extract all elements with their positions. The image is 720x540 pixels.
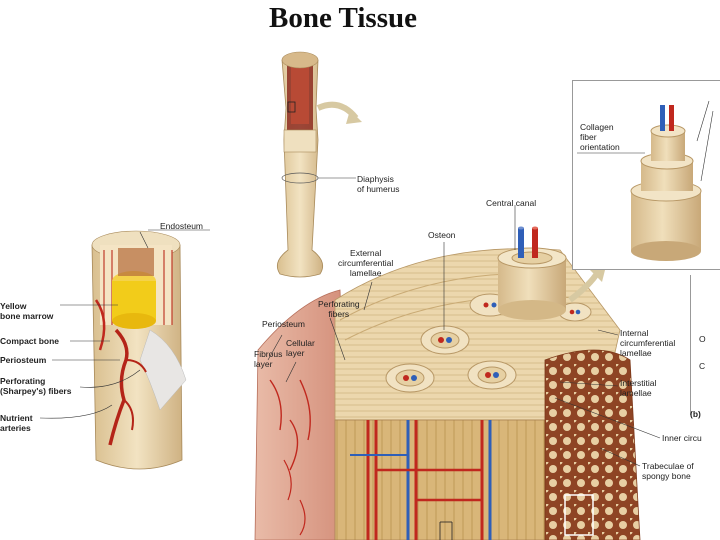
label-cellular-layer: Cellular layer [286, 338, 315, 358]
label-edge-o1: O [699, 334, 706, 344]
label-panel-b: (b) [690, 409, 701, 419]
label-inner-circumferential: Inner circu [662, 433, 702, 443]
label-diaphysis: Diaphysis of humerus [357, 174, 400, 194]
label-fibrous-layer: Fibrous layer [254, 349, 283, 369]
label-yellow-marrow: Yellow bone marrow [0, 301, 54, 321]
label-periosteum-left: Periosteum [0, 355, 47, 365]
label-perforating-sharpeys: Perforating (Sharpey's) fibers [0, 376, 72, 396]
right-panel-edge [690, 275, 720, 415]
label-perforating-fibers: Perforating fibers [318, 299, 360, 319]
long-bone-segment [91, 230, 187, 470]
label-collagen-orientation: Collagen fiber orientation [580, 122, 620, 152]
label-endosteum: Endosteum [160, 221, 203, 231]
label-interstitial-lamellae: Interstitial lamellae [620, 378, 657, 398]
label-trabeculae: Trabeculae of spongy bone [642, 461, 694, 481]
label-external-lamellae: External circumferential lamellae [338, 248, 394, 278]
label-compact-bone: Compact bone [0, 336, 60, 346]
osteon-column [497, 226, 567, 320]
compact-bone-block [254, 226, 641, 540]
label-osteon: Osteon [428, 230, 456, 240]
label-periosteum: Periosteum [262, 319, 305, 329]
leader-lines [39, 205, 661, 467]
humerus-bone [276, 51, 362, 278]
label-internal-lamellae: Internal circumferential lamellae [620, 328, 676, 358]
osteon-inset-panel [572, 80, 720, 270]
label-central-canal: Central canal [486, 198, 537, 208]
page-title: Bone Tissue [268, 2, 418, 34]
osteon-lamellae-illustration [577, 100, 714, 261]
label-nutrient-arteries: Nutrient arteries [0, 413, 33, 433]
label-edge-o2: C [699, 361, 706, 371]
